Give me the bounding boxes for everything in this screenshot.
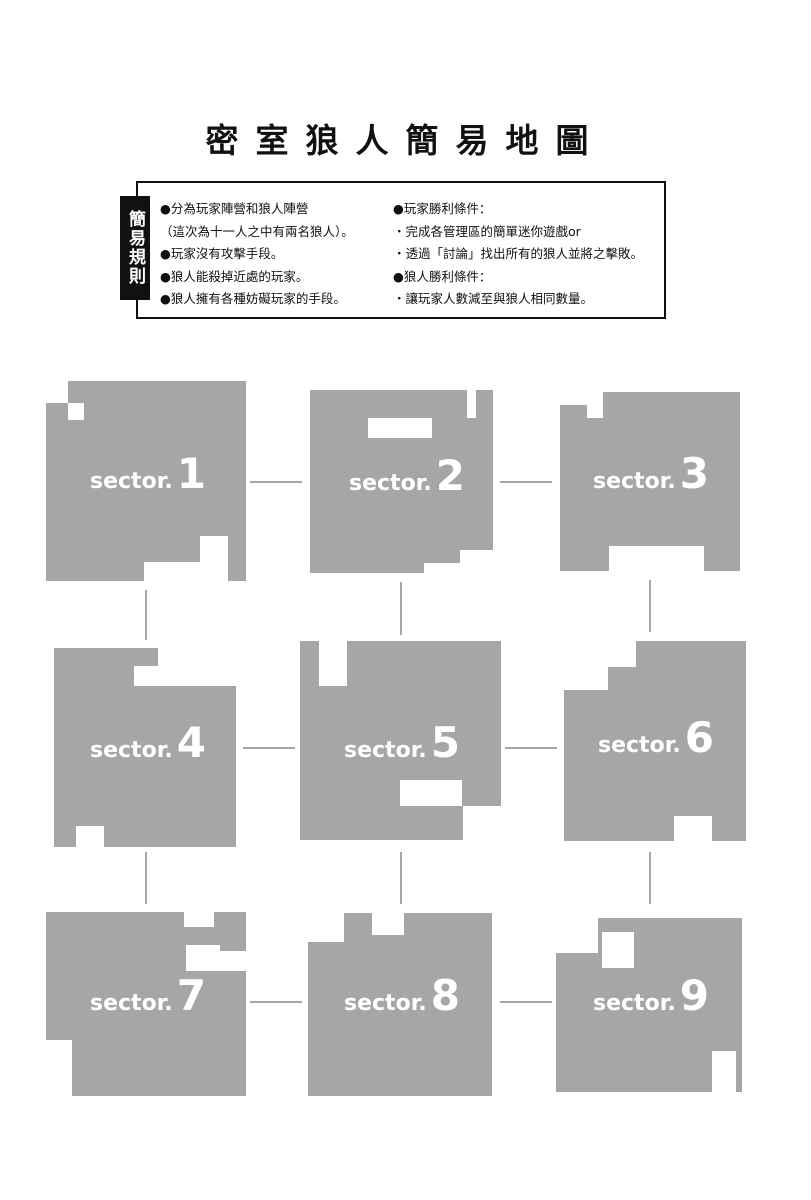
rules-left-column: ●分為玩家陣營和狼人陣營 （這次為十一人之中有兩名狼人）。 ●玩家沒有攻擊手段。… bbox=[160, 198, 354, 311]
sector-number: 9 bbox=[680, 971, 709, 1020]
sector-room-2 bbox=[310, 390, 493, 573]
sector-prefix: sector. bbox=[593, 469, 676, 494]
sector-prefix: sector. bbox=[90, 738, 173, 763]
sector-label-1: sector.1 bbox=[90, 449, 206, 498]
page-title: 密室狼人簡易地圖 bbox=[205, 121, 606, 160]
sector-label-7: sector.7 bbox=[90, 971, 206, 1020]
sector-number: 6 bbox=[685, 713, 714, 762]
sector-prefix: sector. bbox=[344, 738, 427, 763]
sector-prefix: sector. bbox=[90, 991, 173, 1016]
rule-line: ・透過「討論」找出所有的狼人並將之擊敗。 bbox=[393, 246, 644, 262]
room-notch bbox=[134, 666, 159, 686]
sector-number: 7 bbox=[177, 971, 206, 1020]
sector-label-8: sector.8 bbox=[344, 971, 460, 1020]
rule-line: ●分為玩家陣營和狼人陣營 bbox=[160, 201, 309, 216]
rule-line: ●狼人能殺掉近處的玩家。 bbox=[160, 268, 309, 284]
sector-room-1 bbox=[46, 381, 246, 581]
rule-line: ●狼人勝利條件： bbox=[393, 268, 492, 284]
rule-line: （這次為十一人之中有兩名狼人）。 bbox=[160, 223, 354, 239]
rule-line: ●玩家沒有攻擊手段。 bbox=[160, 246, 284, 262]
sector-room-4 bbox=[54, 648, 236, 847]
sector-number: 3 bbox=[680, 449, 709, 498]
sector-room-3 bbox=[560, 392, 740, 571]
sector-label-5: sector.5 bbox=[344, 718, 460, 767]
sector-number: 1 bbox=[177, 449, 206, 498]
sector-prefix: sector. bbox=[344, 991, 427, 1016]
connectors bbox=[145, 481, 651, 1003]
rules-right-column: ●玩家勝利條件： ・完成各管理區的簡單迷你遊戲or ・透過「討論」找出所有的狼人… bbox=[393, 198, 643, 311]
sector-label-3: sector.3 bbox=[593, 449, 709, 498]
room-notch bbox=[587, 405, 603, 418]
room-notch bbox=[712, 1051, 736, 1092]
rule-line: ・完成各管理區的簡單迷你遊戲or bbox=[393, 223, 581, 239]
sector-label-2: sector.2 bbox=[349, 451, 465, 500]
rule-line: ・讓玩家人數減至與狼人相同數量。 bbox=[393, 291, 594, 307]
rules-box bbox=[136, 181, 666, 319]
sector-prefix: sector. bbox=[90, 469, 173, 494]
sector-room-6 bbox=[564, 641, 746, 841]
sector-number: 2 bbox=[436, 451, 465, 500]
sector-prefix: sector. bbox=[598, 733, 681, 758]
sector-label-4: sector.4 bbox=[90, 718, 206, 767]
rule-line: ●狼人擁有各種妨礙玩家的手段。 bbox=[160, 291, 346, 307]
sector-prefix: sector. bbox=[349, 471, 432, 496]
room-notch bbox=[400, 780, 462, 806]
sector-room-8 bbox=[308, 913, 492, 1096]
rules-tab: 簡易規則 bbox=[120, 196, 150, 300]
rule-line: ●玩家勝利條件： bbox=[393, 201, 492, 216]
room-notch bbox=[186, 945, 220, 971]
sector-prefix: sector. bbox=[593, 991, 676, 1016]
sector-label-6: sector.6 bbox=[598, 713, 714, 762]
sector-label-9: sector.9 bbox=[593, 971, 709, 1020]
room-notch bbox=[220, 951, 246, 971]
sector-number: 8 bbox=[431, 971, 460, 1020]
room-notch bbox=[184, 912, 214, 927]
room-notch bbox=[368, 418, 432, 438]
sector-number: 5 bbox=[431, 718, 460, 767]
sector-number: 4 bbox=[177, 718, 206, 767]
room-notch bbox=[602, 932, 634, 968]
